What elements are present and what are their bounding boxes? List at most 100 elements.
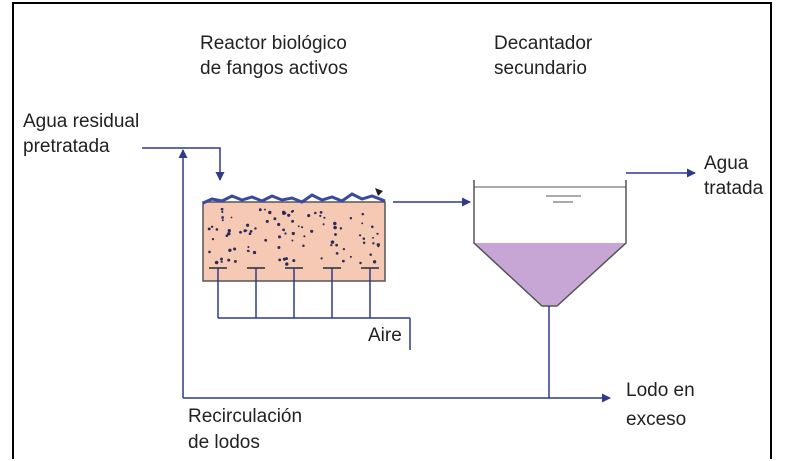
bubble-dot [302, 244, 305, 248]
bubble-dot [349, 217, 353, 220]
bubble-dot [263, 208, 266, 211]
input-label-line1: Agua residual [23, 111, 140, 132]
inlet-line [142, 147, 225, 181]
bubble-dot [208, 250, 211, 254]
recirc-label-line1: Recirculación [188, 406, 303, 427]
bubble-dot [245, 229, 248, 232]
air-diffusers [209, 267, 379, 318]
bubble-dot [210, 225, 214, 229]
bubble-dot [249, 229, 253, 233]
bubble-dot [214, 260, 219, 265]
bubble-dot [307, 214, 311, 218]
excess-label-line1: Lodo en [626, 380, 695, 401]
output-label-line2: tratada [704, 178, 764, 199]
excess-label-line2: exceso [626, 409, 687, 430]
bubble-dot [268, 210, 272, 215]
bubble-dot [230, 216, 233, 219]
bubble-dot [303, 235, 306, 238]
bubble-dot [322, 223, 325, 226]
bubble-dot [377, 245, 380, 248]
decanter-label-line1: Decantador [494, 33, 593, 54]
bubble-dot [320, 257, 323, 260]
bubble-dot [362, 241, 366, 245]
bubble-dot [221, 219, 224, 222]
bubble-dot [361, 212, 365, 216]
bubble-dot [239, 230, 242, 234]
bubble-dot [376, 232, 379, 235]
air-label: Aire [368, 325, 402, 346]
bubble-dot [211, 237, 215, 241]
bubble-dot [330, 243, 333, 247]
bubble-dot [349, 255, 352, 258]
bubble-dot [335, 243, 338, 247]
recirc-label-line2: de lodos [188, 432, 260, 453]
bubble-dot [333, 225, 337, 230]
bubble-dot [290, 210, 294, 213]
bubble-dot [247, 245, 250, 249]
bubble-dot [372, 236, 374, 239]
bubble-dot [220, 257, 223, 261]
bubble-dot [361, 222, 364, 225]
bubble-dot [245, 223, 250, 227]
bubble-dot [277, 222, 281, 227]
bubble-dot [220, 207, 224, 211]
bubble-dot [227, 228, 231, 233]
bubble-dot [339, 227, 343, 230]
bubble-dot [359, 261, 362, 265]
bubble-dot [252, 250, 257, 255]
bubble-dot [220, 260, 223, 263]
bubble-dot [319, 211, 323, 214]
bubble-dot [225, 234, 229, 237]
bubble-dot [291, 219, 295, 223]
bubble-dot [291, 239, 294, 242]
bubble-dot [292, 259, 296, 263]
bubble-dot [264, 238, 268, 242]
bubble-dot [297, 225, 300, 228]
bubble-dot [310, 229, 314, 233]
reactor-surface [202, 192, 386, 205]
bubble-dot [301, 226, 304, 229]
bubble-dot [372, 260, 377, 264]
bubble-dot [369, 253, 372, 256]
bubble-dot [287, 213, 291, 217]
bubble-dot [233, 247, 237, 251]
bubble-dot [285, 262, 289, 266]
bubble-dot [284, 232, 287, 235]
reactor-label-line2: de fangos activos [200, 58, 348, 79]
bubble-dot [342, 247, 346, 251]
diagram-frame [12, 2, 772, 459]
bubble-dot [277, 246, 281, 249]
bubble-dot [358, 234, 362, 237]
bubble-dot [215, 228, 219, 231]
bubble-dot [258, 208, 262, 212]
bubble-dot [330, 240, 335, 244]
bubble-dot [372, 242, 375, 245]
bubble-dot [273, 217, 277, 221]
bubble-dot [254, 227, 257, 230]
bubble-dot [335, 252, 339, 255]
bubble-dot [227, 258, 231, 262]
bubble-dot [227, 232, 231, 236]
bubble-dot [323, 216, 326, 219]
decanter-sludge [474, 243, 626, 306]
bubble-dot [281, 210, 286, 215]
bubble-dot [362, 237, 366, 240]
reactor-foam-marker [375, 188, 383, 196]
bubble-dot [277, 235, 282, 239]
bubble-dot [248, 232, 252, 236]
reactor-bubbles [207, 207, 380, 266]
reactor-label-line1: Reactor biológico [200, 33, 347, 54]
bubble-dot [342, 259, 345, 263]
bubble-dot [246, 249, 250, 253]
bubble-dot [291, 231, 295, 236]
bubble-dot [334, 233, 337, 236]
output-label-line1: Agua [704, 153, 749, 174]
bubble-dot [282, 228, 285, 232]
bubble-dot [333, 221, 337, 226]
bubble-dot [265, 219, 269, 223]
input-label-line2: pretratada [23, 136, 110, 157]
bubble-dot [314, 211, 317, 215]
bubble-dot [207, 227, 211, 231]
bubble-dot [221, 210, 224, 214]
